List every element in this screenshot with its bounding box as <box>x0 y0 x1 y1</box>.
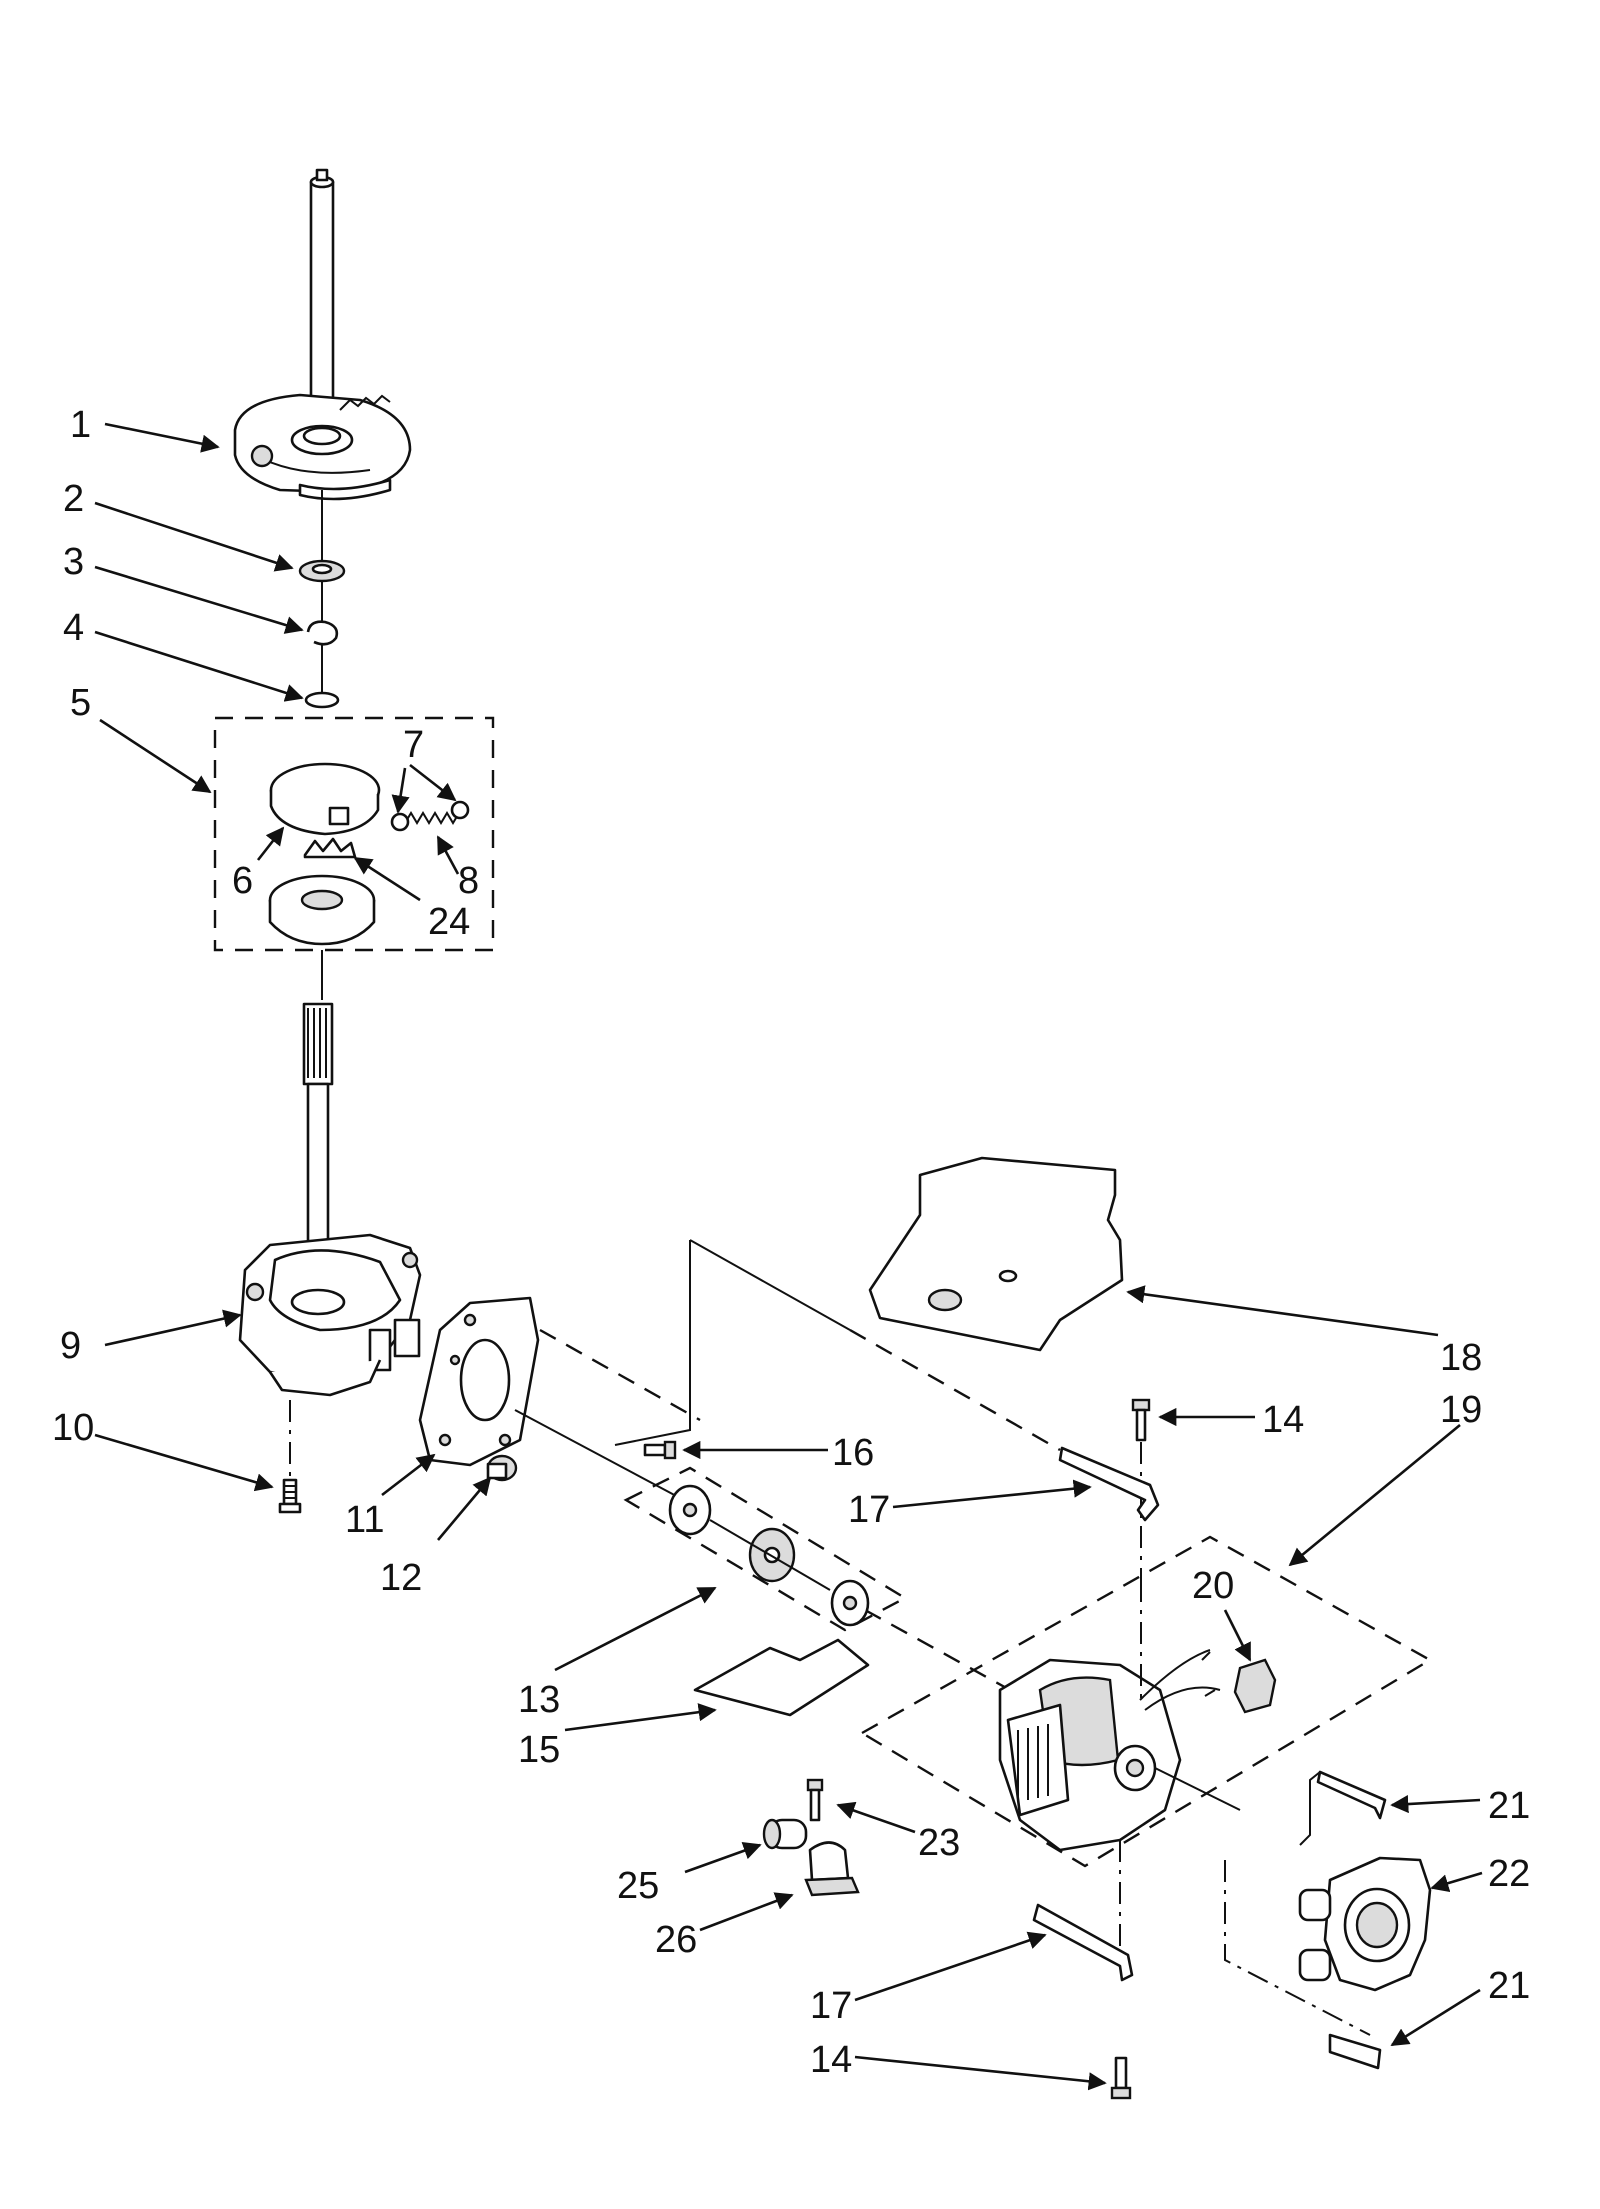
callout-8: 8 <box>458 860 479 902</box>
spring-8-and-buttons-7 <box>390 800 470 832</box>
clip-17-bottom <box>1032 1903 1134 1982</box>
callout-20: 20 <box>1192 1565 1234 1607</box>
callout-12: 12 <box>380 1557 422 1599</box>
group-box-5 <box>213 716 495 952</box>
callout-24: 24 <box>428 901 470 943</box>
bracket-21-upper <box>1299 1770 1387 1846</box>
callout-6: 6 <box>232 860 253 902</box>
switch-20 <box>1201 1651 1277 1714</box>
callout-17-top: 17 <box>848 1489 890 1531</box>
alignment-line-c <box>849 1328 1061 1452</box>
callout-21-lower: 21 <box>1488 1965 1530 2007</box>
callout-14-top: 14 <box>1262 1399 1304 1441</box>
callout-16: 16 <box>832 1432 874 1474</box>
leader-lines <box>94 422 1483 2091</box>
callout-22: 22 <box>1488 1853 1530 1895</box>
washer-2 <box>298 559 346 583</box>
screw-14-top <box>1131 1398 1151 1442</box>
callout-23: 23 <box>918 1822 960 1864</box>
frame-outline-line-2 <box>689 1239 851 1331</box>
pad-15 <box>693 1638 870 1717</box>
callout-labels: 1 2 3 4 5 7 6 8 24 9 10 11 12 16 13 15 1… <box>52 404 1530 2081</box>
callout-17-bottom: 17 <box>810 1985 852 2027</box>
callout-5: 5 <box>70 682 91 724</box>
callout-7: 7 <box>403 724 424 766</box>
bracket-21-lower <box>1328 2033 1382 2070</box>
drive-hub-24 <box>268 837 376 946</box>
callout-19: 19 <box>1440 1389 1482 1431</box>
callout-26: 26 <box>655 1919 697 1961</box>
bumper-12 <box>486 1454 518 1482</box>
screw-16 <box>643 1440 677 1460</box>
callout-25: 25 <box>617 1865 659 1907</box>
callout-3: 3 <box>63 541 84 583</box>
brake-cam-assembly <box>233 393 412 501</box>
callout-9: 9 <box>60 1325 81 1367</box>
callout-2: 2 <box>63 478 84 520</box>
coupler-13-parts <box>668 1484 870 1627</box>
callout-21-upper: 21 <box>1488 1785 1530 1827</box>
pump-22 <box>1298 1856 1432 1992</box>
callout-11: 11 <box>345 1499 384 1541</box>
screw-14-bottom <box>1110 2056 1132 2100</box>
alignment-line-a <box>539 1328 701 1422</box>
callout-14-bottom: 14 <box>810 2039 852 2081</box>
screw-10 <box>278 1478 302 1514</box>
callout-10: 10 <box>52 1407 94 1449</box>
brake-band-6 <box>269 762 381 836</box>
clip-3 <box>306 620 339 646</box>
frame-outline-line <box>614 1240 691 1446</box>
callout-1: 1 <box>70 404 91 446</box>
callout-13: 13 <box>518 1679 560 1721</box>
group-box-13 <box>623 1466 908 1632</box>
alignment-line-d <box>864 1608 1011 1692</box>
alignment-line-b <box>514 1409 681 1499</box>
mounting-plate-11 <box>418 1296 540 1467</box>
gearcase-9 <box>238 1233 422 1397</box>
clip-17-top <box>1058 1446 1160 1522</box>
axis-line-pump <box>1224 1860 1371 2036</box>
agitator-shaft-top <box>309 168 335 442</box>
callout-4: 4 <box>63 607 84 649</box>
clamp-26 <box>804 1841 860 1897</box>
drive-motor <box>998 1649 1241 1852</box>
callout-15: 15 <box>518 1729 560 1771</box>
sleeve-25 <box>762 1818 808 1850</box>
ring-4 <box>304 691 340 709</box>
screw-23 <box>806 1778 824 1822</box>
motor-shield-18 <box>868 1156 1124 1352</box>
callout-18: 18 <box>1440 1337 1482 1379</box>
